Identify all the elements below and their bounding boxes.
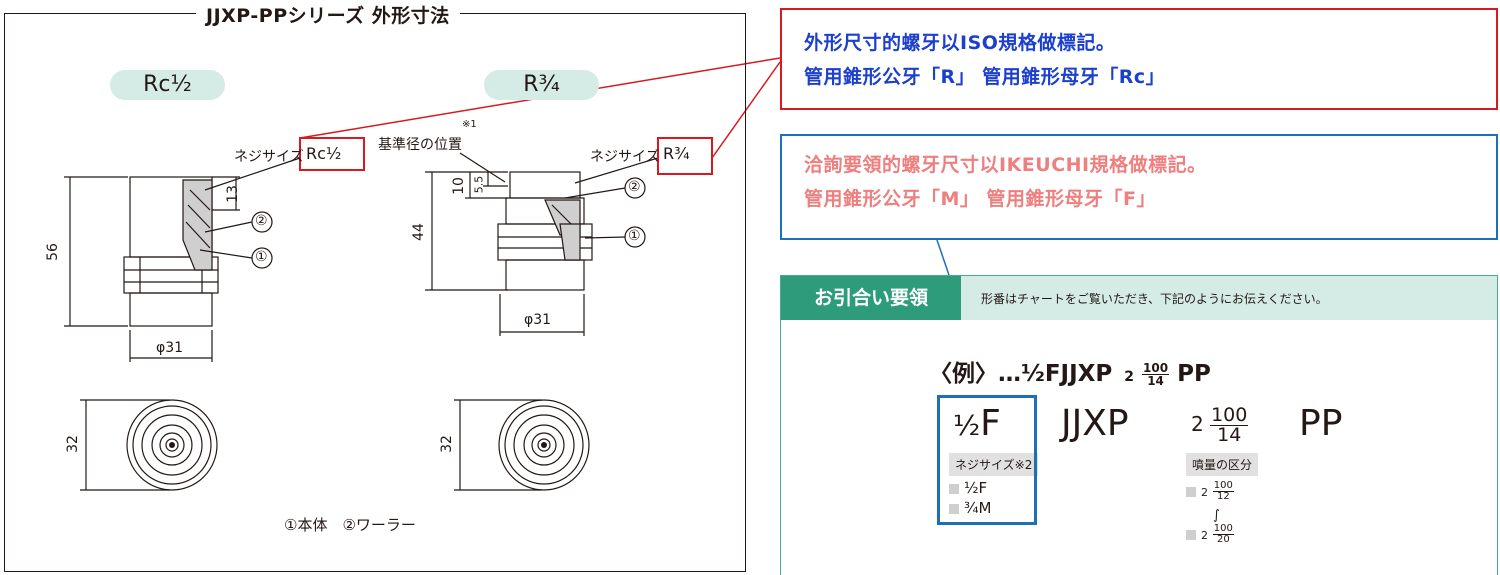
- callout-1-right: ①: [628, 228, 641, 244]
- dim-31-left: φ31: [156, 340, 184, 356]
- code-part-capacity: 2 100 14: [1191, 404, 1249, 446]
- order-guide-panel: お引合い要領 形番はチャートをご覧いただき、下記のようにお伝えください。 〈例〉…: [780, 275, 1498, 575]
- dim-31-right: φ31: [524, 312, 552, 328]
- ikeuchi-note-box: 洽詢要領的螺牙尺寸以IKEUCHI規格做標記。 管用錐形公牙「M」 管用錐形母牙…: [780, 134, 1498, 240]
- dim-56: 56: [44, 243, 61, 261]
- example-prefix: 〈例〉…: [929, 361, 1021, 387]
- option-marker: [949, 483, 959, 494]
- dim-5-5: 5.5: [472, 175, 486, 194]
- range-end-den: 20: [1216, 534, 1230, 545]
- thread-option-2-text: ¾M: [964, 499, 992, 517]
- model-label-right: R¾: [484, 70, 599, 100]
- reference-diameter-label: 基準径の位置: [378, 137, 462, 153]
- iso-note-line-2: 管用錐形公牙「R」 管用錐形母牙「Rc」: [804, 66, 1166, 88]
- note-mark-1: ※1: [462, 119, 477, 130]
- thread-size-value-right: R¾: [663, 144, 690, 163]
- thread-size-label-left: ネジサイズ: [234, 149, 304, 165]
- example-coef: 2: [1124, 369, 1134, 385]
- model-label-left: Rc½: [110, 70, 225, 100]
- code-part-capacity-fraction: 100 14: [1210, 404, 1249, 446]
- order-guide-header: お引合い要領 形番はチャートをご覧いただき、下記のようにお伝えください。: [781, 276, 1497, 320]
- example-suffix: PP: [1177, 361, 1211, 387]
- capacity-range-wave: ∫: [1213, 508, 1220, 523]
- code-part-thread-fraction: ½: [953, 409, 981, 442]
- range-start-coef: 2: [1201, 486, 1208, 499]
- code-part-material: PP: [1299, 403, 1343, 444]
- thread-highlight-box: [937, 395, 1037, 525]
- range-end-coef: 2: [1201, 529, 1208, 542]
- iso-note-box: 外形尺寸的螺牙以ISO規格做標記。 管用錐形公牙「R」 管用錐形母牙「Rc」: [780, 8, 1498, 110]
- range-end-num: 100: [1212, 523, 1234, 535]
- range-end-fraction: 100 20: [1212, 523, 1234, 545]
- example-model: FJJXP: [1044, 361, 1113, 387]
- dim-13: 13: [224, 185, 241, 203]
- order-example: 〈例〉…½FJJXP 2 100 14 PP: [929, 354, 1211, 388]
- dim-32-left: 32: [64, 435, 81, 453]
- thread-size-label-right: ネジサイズ: [590, 149, 660, 165]
- option-marker: [1186, 529, 1196, 540]
- code-part-capacity-coef: 2: [1191, 412, 1204, 436]
- option-marker: [949, 503, 959, 514]
- dim-10: 10: [450, 177, 467, 195]
- code-part-thread-letter: F: [980, 403, 1001, 444]
- ikeuchi-note-line-2: 管用錐形公牙「M」 管用錐形母牙「F」: [804, 188, 1157, 210]
- range-start-fraction: 100 12: [1212, 480, 1234, 502]
- panel-title: JJXP-PPシリーズ 外形寸法: [196, 1, 460, 28]
- thread-size-value-left: Rc½: [306, 144, 342, 163]
- range-start-num: 100: [1212, 480, 1234, 492]
- code-part-thread: ½F: [953, 403, 1001, 444]
- order-guide-description: 形番はチャートをご覧いただき、下記のようにお伝えください。: [981, 292, 1328, 306]
- order-guide-tab: お引合い要領: [781, 276, 961, 320]
- thread-size-chip: ネジサイズ※2: [949, 453, 1039, 476]
- ikeuchi-note-line-1: 洽詢要領的螺牙尺寸以IKEUCHI規格做標記。: [804, 154, 1207, 176]
- capacity-range-start: 2 100 12: [1186, 481, 1234, 502]
- example-fraction: ½: [1021, 361, 1045, 387]
- capacity-range-end: 2 100 20: [1186, 524, 1234, 545]
- iso-note-line-1: 外形尺寸的螺牙以ISO規格做標記。: [804, 32, 1116, 54]
- spray-capacity-chip: 噴量の区分: [1186, 453, 1259, 476]
- code-part-capacity-den: 14: [1217, 424, 1242, 446]
- thread-option-1: ½F: [949, 479, 987, 497]
- option-marker: [1186, 486, 1196, 497]
- code-part-capacity-num: 100: [1210, 404, 1249, 426]
- example-capacity-den: 14: [1147, 374, 1164, 388]
- thread-option-1-text: ½F: [964, 479, 988, 497]
- example-capacity-num: 100: [1142, 361, 1170, 375]
- thread-option-2: ¾M: [949, 499, 991, 517]
- range-start-den: 12: [1216, 491, 1230, 502]
- code-part-series: JJXP: [1061, 403, 1129, 444]
- parts-legend: ①本体 ②ワーラー: [284, 516, 416, 534]
- technical-drawing: [64, 137, 713, 491]
- callout-2-right: ②: [628, 179, 641, 195]
- callout-1-left: ①: [255, 249, 268, 265]
- example-capacity-fraction: 100 14: [1142, 361, 1170, 388]
- dim-44: 44: [410, 223, 427, 241]
- dim-32-right: 32: [438, 435, 455, 453]
- callout-2-left: ②: [255, 213, 268, 229]
